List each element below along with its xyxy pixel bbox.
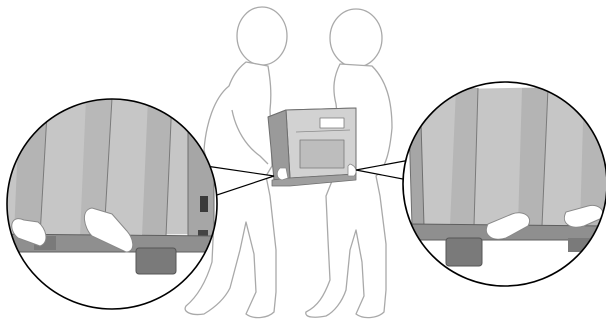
person-right-body bbox=[306, 64, 392, 318]
left-zoom-port-1 bbox=[200, 196, 208, 212]
device-hand-left bbox=[277, 168, 288, 180]
magnifier-callout-left-icon bbox=[0, 90, 230, 320]
magnifier-callout-right-icon bbox=[400, 80, 606, 290]
person-left-head bbox=[237, 7, 287, 65]
right-zoom-foot-1 bbox=[446, 238, 482, 266]
person-right-head bbox=[330, 9, 382, 67]
disc-publisher-device-icon bbox=[268, 108, 356, 186]
left-zoom-foot-2 bbox=[136, 248, 176, 274]
device-top-slot bbox=[320, 118, 344, 128]
device-panel-window bbox=[300, 140, 344, 168]
